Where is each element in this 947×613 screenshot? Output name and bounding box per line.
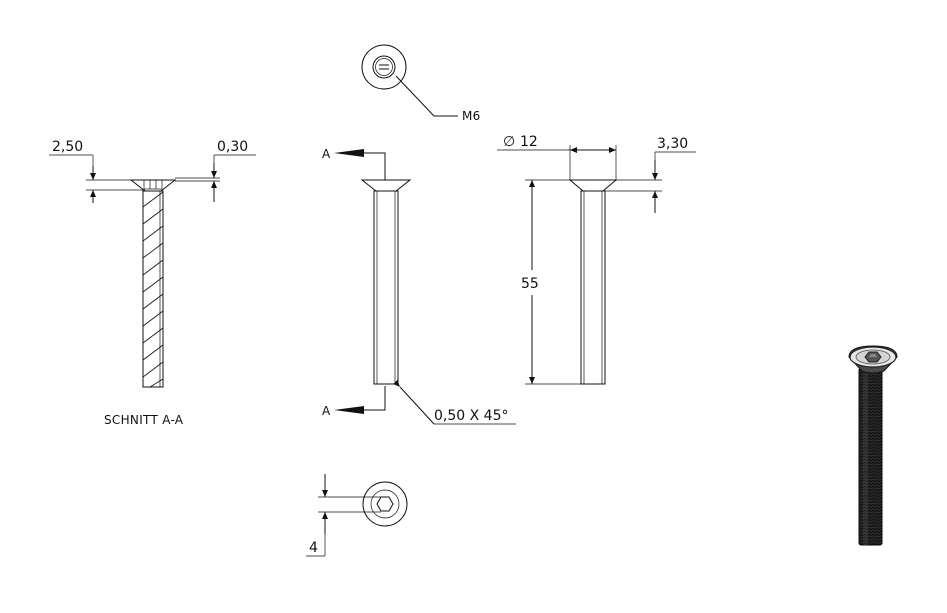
thread-label: M6 [462, 109, 481, 123]
section-label: SCHNITT A-A [104, 413, 184, 427]
bottom-view: 4 [306, 474, 408, 557]
top-view: M6 [361, 44, 481, 123]
section-marker-bottom: A [322, 404, 331, 418]
section-arrow-top [334, 149, 364, 157]
section-arrow-bottom [334, 406, 364, 414]
cut-line-bottom [362, 386, 386, 411]
dim-diameter-12: 12 [520, 134, 538, 150]
dim-hex-4: 4 [309, 540, 318, 556]
dim-3-30: 3,30 [657, 136, 688, 152]
dim-chamfer: 0,50 X 45° [434, 408, 508, 424]
hex-socket-outline [376, 496, 394, 512]
diameter-symbol: ∅ [503, 134, 515, 150]
screw-3d-render [848, 345, 898, 546]
side-view: ∅ 12 3,30 55 [497, 134, 696, 385]
dim-0-30: 0,30 [217, 139, 248, 155]
dim-2-50: 2,50 [52, 139, 83, 155]
front-view: A A 0,50 X 45° [322, 147, 516, 425]
dim-length-55: 55 [521, 276, 539, 292]
section-marker-top: A [322, 147, 331, 161]
section-view: 2,50 0,30 SCHNITT A-A [49, 139, 256, 427]
thread-leader [395, 75, 458, 117]
cut-line-top [362, 152, 386, 180]
